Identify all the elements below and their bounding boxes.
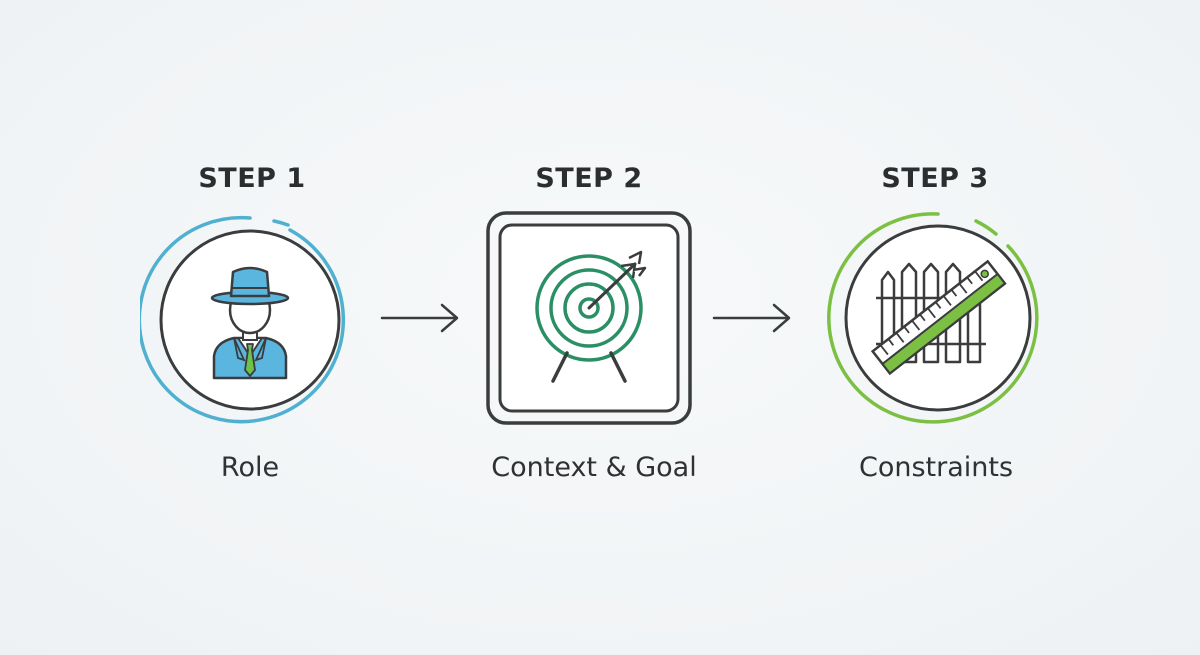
step-3-label: Constraints (858, 452, 1014, 483)
role-person-hat-icon (140, 215, 346, 424)
step-2-title: STEP 2 (535, 163, 643, 194)
arrow-right-icon (712, 303, 791, 333)
arrow-right-icon (380, 303, 459, 333)
fence-ruler-icon (827, 212, 1039, 424)
step-2-label: Context & Goal (491, 452, 697, 483)
step-1-title: STEP 1 (198, 163, 306, 194)
target-arrow-icon (486, 211, 692, 425)
step-3-title: STEP 3 (881, 163, 989, 194)
step-1-label: Role (220, 452, 280, 483)
